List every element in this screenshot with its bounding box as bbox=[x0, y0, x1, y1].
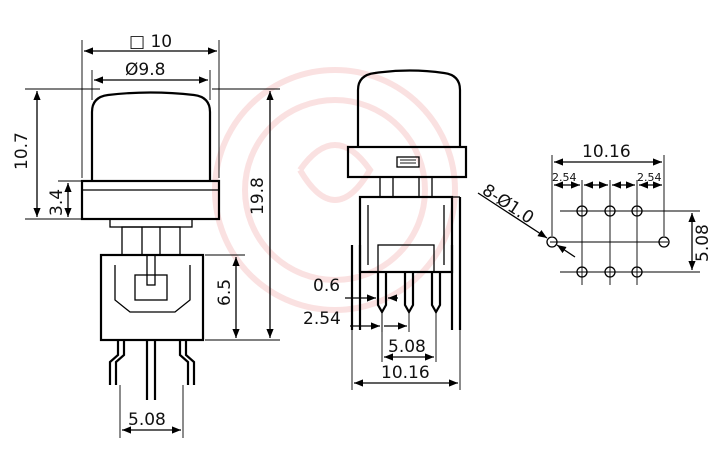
front-dimensions: □ 10 Ø9.8 10.7 3.4 19.8 6.5 5.08 bbox=[12, 32, 280, 438]
dim-pcb-5-08: 5.08 bbox=[693, 224, 713, 262]
dim-pitch-5-08-front: 5.08 bbox=[128, 410, 166, 430]
pcb-dimensions: 10.16 2.54 2.54 8-Ø1.0 5.08 bbox=[477, 142, 713, 273]
side-dimensions: 0.6 2.54 5.08 10.16 bbox=[303, 276, 461, 390]
dim-pcb-2-54-right: 2.54 bbox=[637, 171, 662, 184]
dim-pitch-2-54-side: 2.54 bbox=[303, 309, 341, 329]
dim-pcb-holes: 8-Ø1.0 bbox=[478, 180, 537, 228]
side-view bbox=[346, 69, 468, 330]
dim-height-6-5: 6.5 bbox=[215, 279, 235, 306]
dim-height-10-7: 10.7 bbox=[12, 132, 32, 170]
dim-pcb-2-54-left: 2.54 bbox=[552, 171, 577, 184]
dim-pitch-5-08-side: 5.08 bbox=[388, 337, 426, 357]
dim-pcb-10-16: 10.16 bbox=[582, 142, 631, 162]
front-view bbox=[80, 91, 221, 400]
dim-pin-width-0-6: 0.6 bbox=[313, 276, 340, 296]
dim-width-10-16-side: 10.16 bbox=[381, 363, 430, 383]
dim-diameter-9-8: Ø9.8 bbox=[125, 60, 165, 80]
dim-height-19-8: 19.8 bbox=[248, 177, 268, 215]
pcb-layout bbox=[546, 200, 670, 285]
dim-square-10: □ 10 bbox=[129, 32, 172, 52]
dim-height-3-4: 3.4 bbox=[47, 189, 67, 216]
